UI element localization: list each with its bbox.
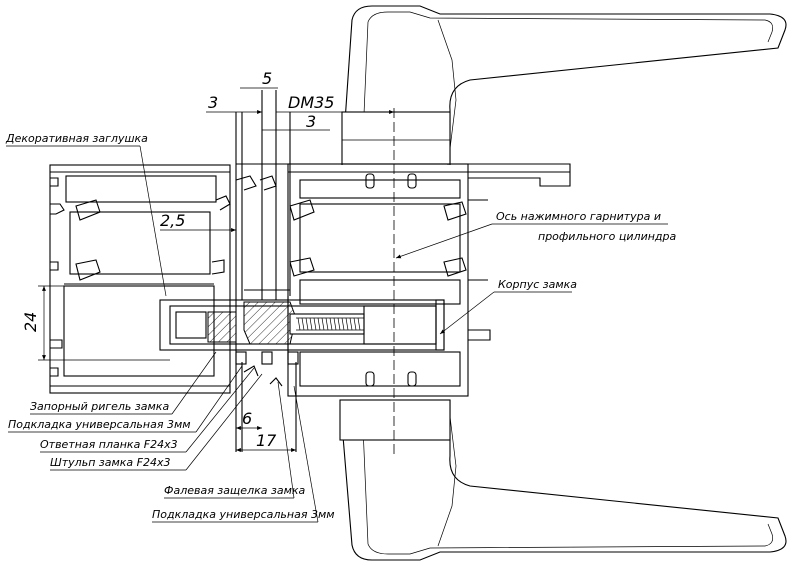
dim-17: 17	[256, 431, 277, 450]
label-universal-pad-bottom: Подкладка универсальная 3мм	[152, 508, 335, 521]
label-faceplate: Штульп замка F24x3	[50, 456, 170, 469]
top-handle	[341, 5, 787, 166]
label-decorative-plug: Декоративная заглушка	[5, 132, 148, 145]
dim-24: 24	[21, 312, 40, 332]
dim-5: 5	[262, 69, 272, 88]
threaded-rod	[296, 317, 364, 331]
sash-profile	[235, 163, 571, 397]
label-handle-axis-1: Ось нажимного гарнитура и	[496, 210, 661, 223]
label-handle-axis-2: профильного цилиндра	[538, 230, 676, 243]
label-latch: Фалевая защелка замка	[164, 484, 306, 497]
bottom-handle	[339, 399, 787, 561]
frame-profile	[49, 164, 231, 394]
leader-lines	[6, 145, 668, 523]
lock-mechanism	[159, 296, 445, 387]
label-strike-plate: Ответная планка F24x3	[40, 438, 178, 451]
dim-6: 6	[242, 409, 252, 428]
label-lock-bolt: Запорный ригель замка	[30, 400, 169, 413]
dim-3-top: 3	[208, 93, 218, 112]
faceplate-verticals	[235, 90, 297, 452]
dim-dm35: DM35	[288, 93, 334, 112]
dim-3-inner: 3	[306, 112, 316, 131]
dimension-lines: 5 3 DM35 3 2,5 24 6 17	[21, 69, 394, 452]
label-lock-body: Корпус замка	[498, 278, 577, 291]
label-universal-pad-top: Подкладка универсальная 3мм	[8, 418, 191, 431]
callout-labels: Декоративная заглушка Ось нажимного гарн…	[5, 132, 676, 521]
dim-2-5: 2,5	[160, 211, 185, 230]
